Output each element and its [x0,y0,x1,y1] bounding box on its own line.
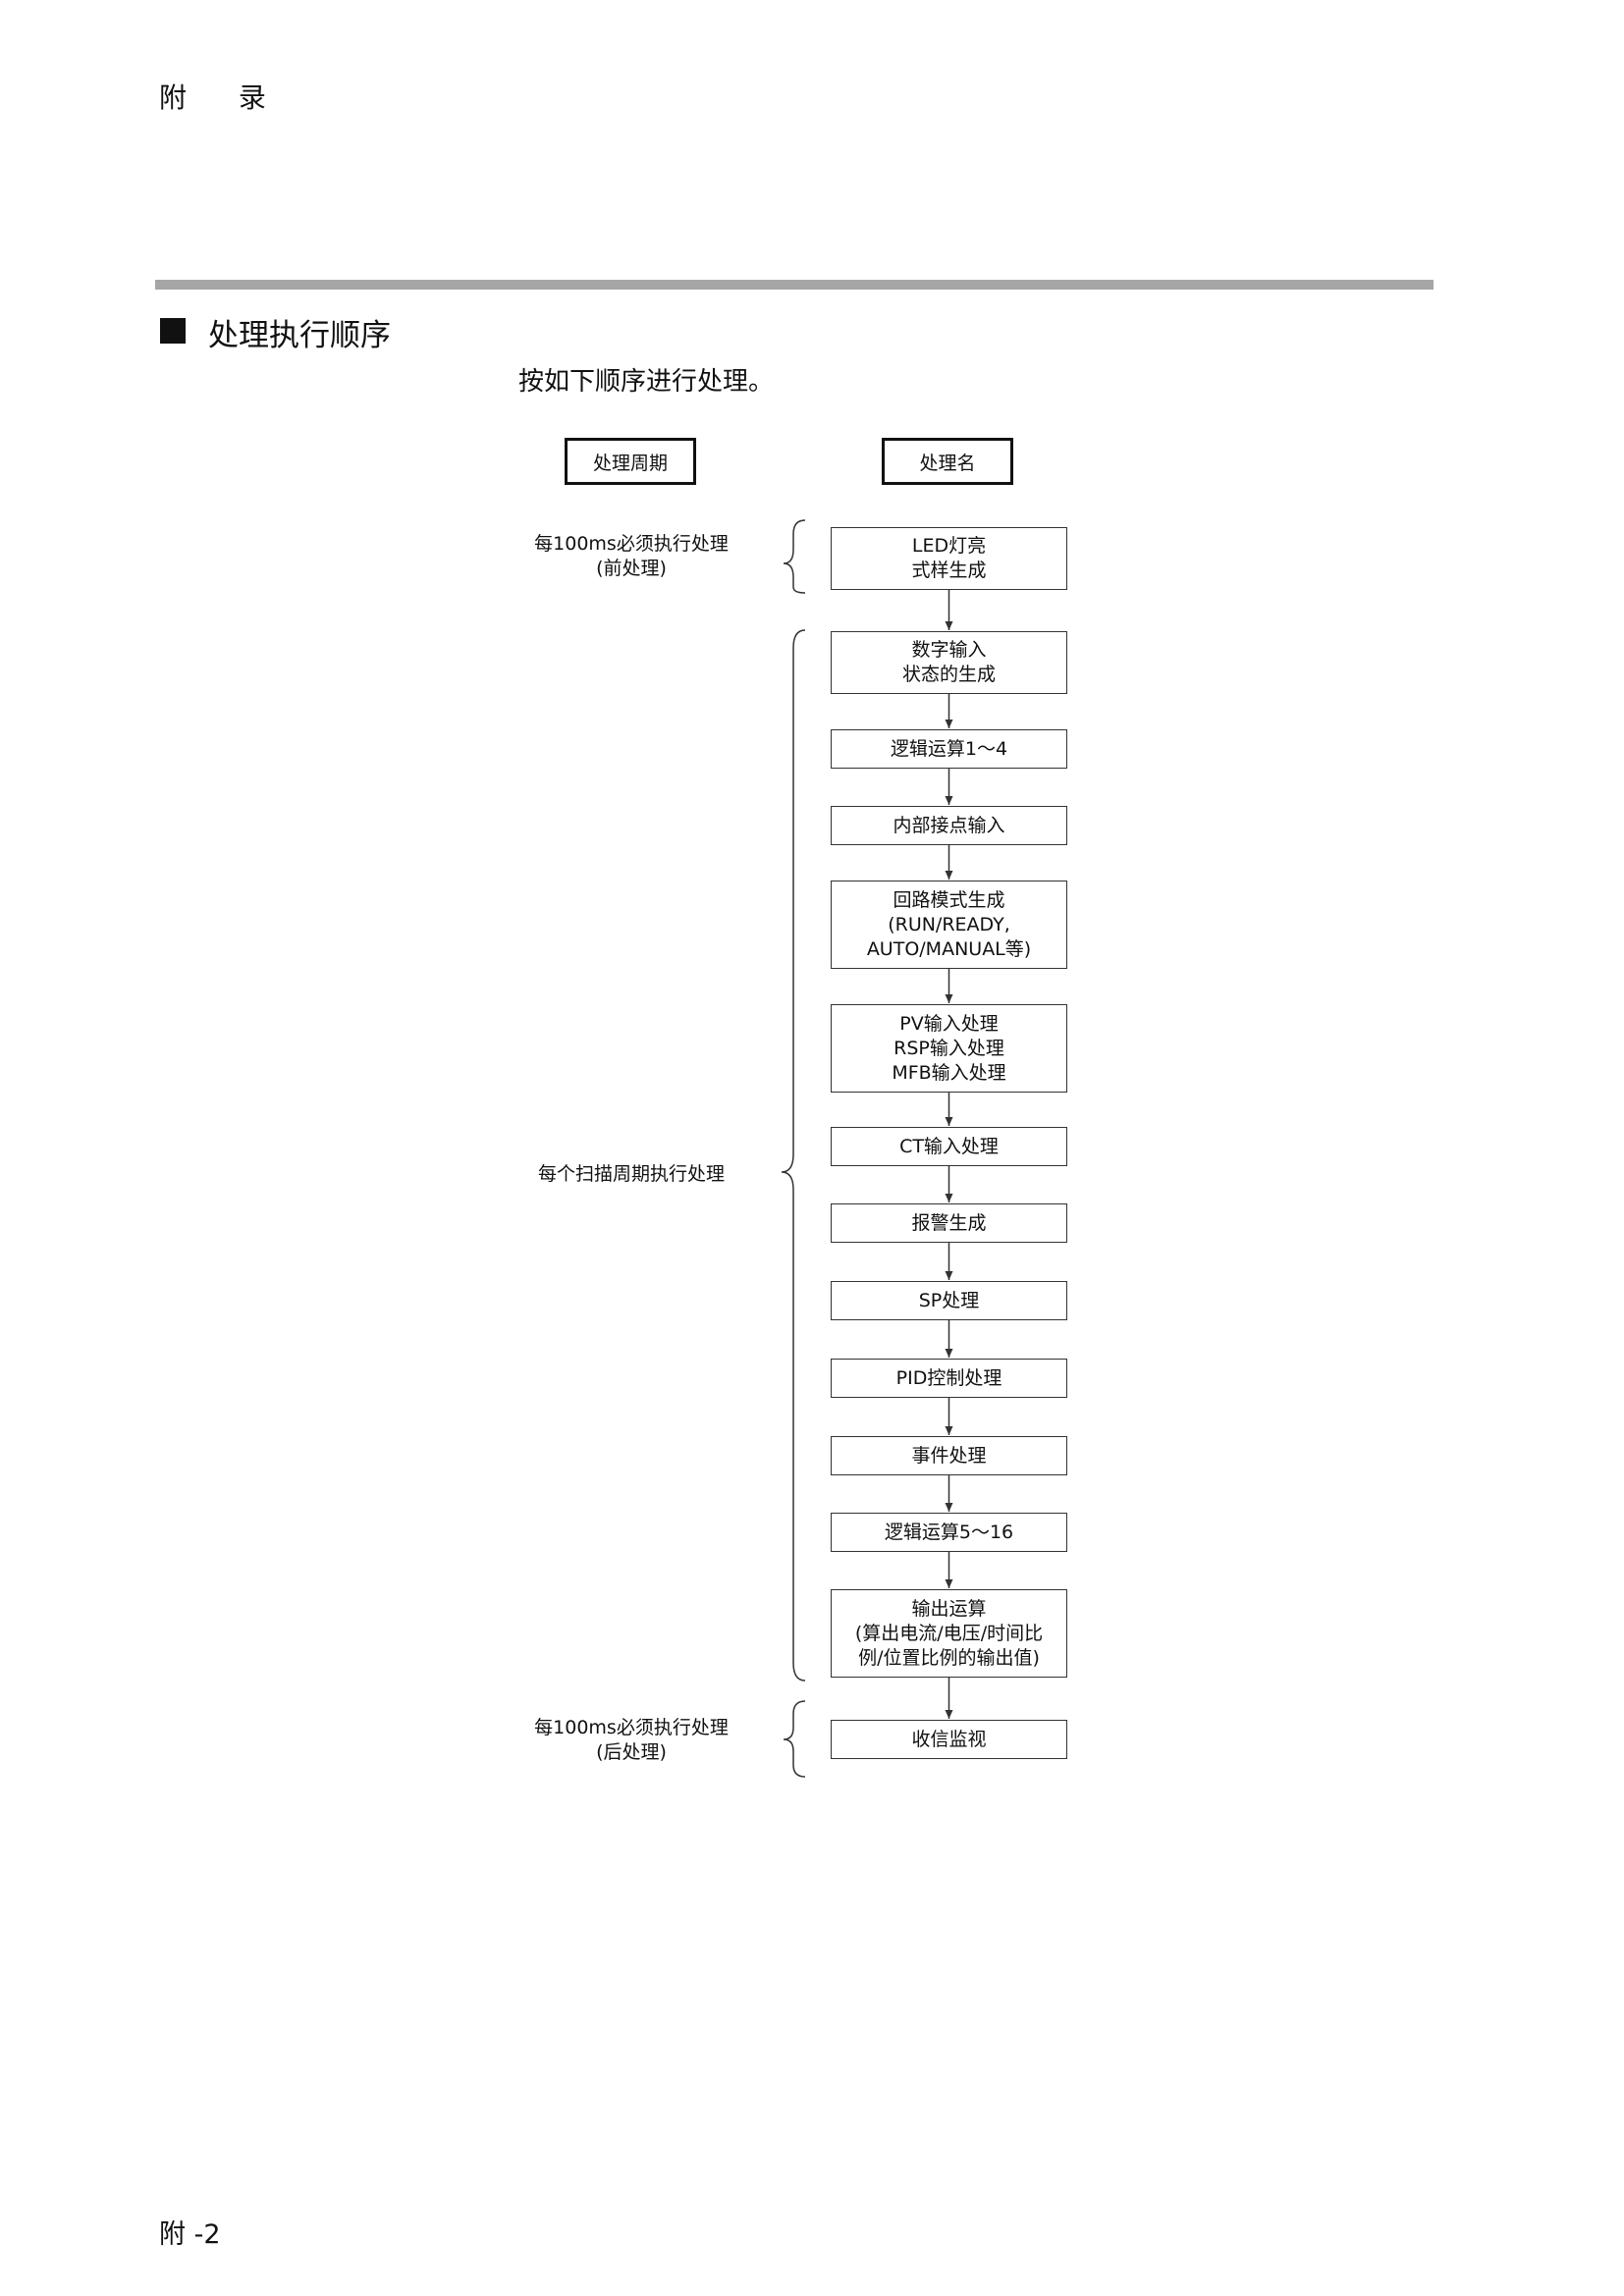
process-step-logic-1-4: 逻辑运算1～4 [831,729,1067,769]
process-step-digital-input: 数字输入 状态的生成 [831,631,1067,694]
process-step-output: 输出运算 (算出电流/电压/时间比 例/位置比例的输出值) [831,1589,1067,1678]
process-step-pv-input: PV输入处理 RSP输入处理 MFB输入处理 [831,1004,1067,1093]
process-step-alarm: 报警生成 [831,1203,1067,1243]
section-divider [155,280,1434,290]
cycle-label-pre: 每100ms必须执行处理 (前处理) [534,533,729,579]
process-step-pid: PID控制处理 [831,1359,1067,1398]
column-header-name: 处理名 [882,438,1013,485]
brace-pre-icon [783,519,806,594]
appendix-header: 附 录 [159,81,288,114]
section-intro: 按如下顺序进行处理。 [518,367,775,397]
process-step-loop-mode: 回路模式生成 (RUN/READY, AUTO/MANUAL等) [831,881,1067,969]
process-step-internal-contact: 内部接点输入 [831,806,1067,845]
brace-post-icon [783,1700,806,1778]
brace-scan-icon [781,629,806,1682]
cycle-label-scan: 每个扫描周期执行处理 [537,1163,725,1185]
process-step-sp: SP处理 [831,1281,1067,1320]
column-header-cycle: 处理周期 [565,438,696,485]
process-step-event: 事件处理 [831,1436,1067,1475]
section-bullet-icon [160,318,186,344]
process-step-logic-5-16: 逻辑运算5～16 [831,1513,1067,1552]
cycle-label-post: 每100ms必须执行处理 (后处理) [534,1717,729,1763]
page-number: 附 -2 [159,2219,221,2250]
process-step-receive-monitor: 收信监视 [831,1720,1067,1759]
process-step-led: LED灯亮 式样生成 [831,527,1067,590]
process-step-ct-input: CT输入处理 [831,1127,1067,1166]
section-title: 处理执行顺序 [208,318,391,353]
